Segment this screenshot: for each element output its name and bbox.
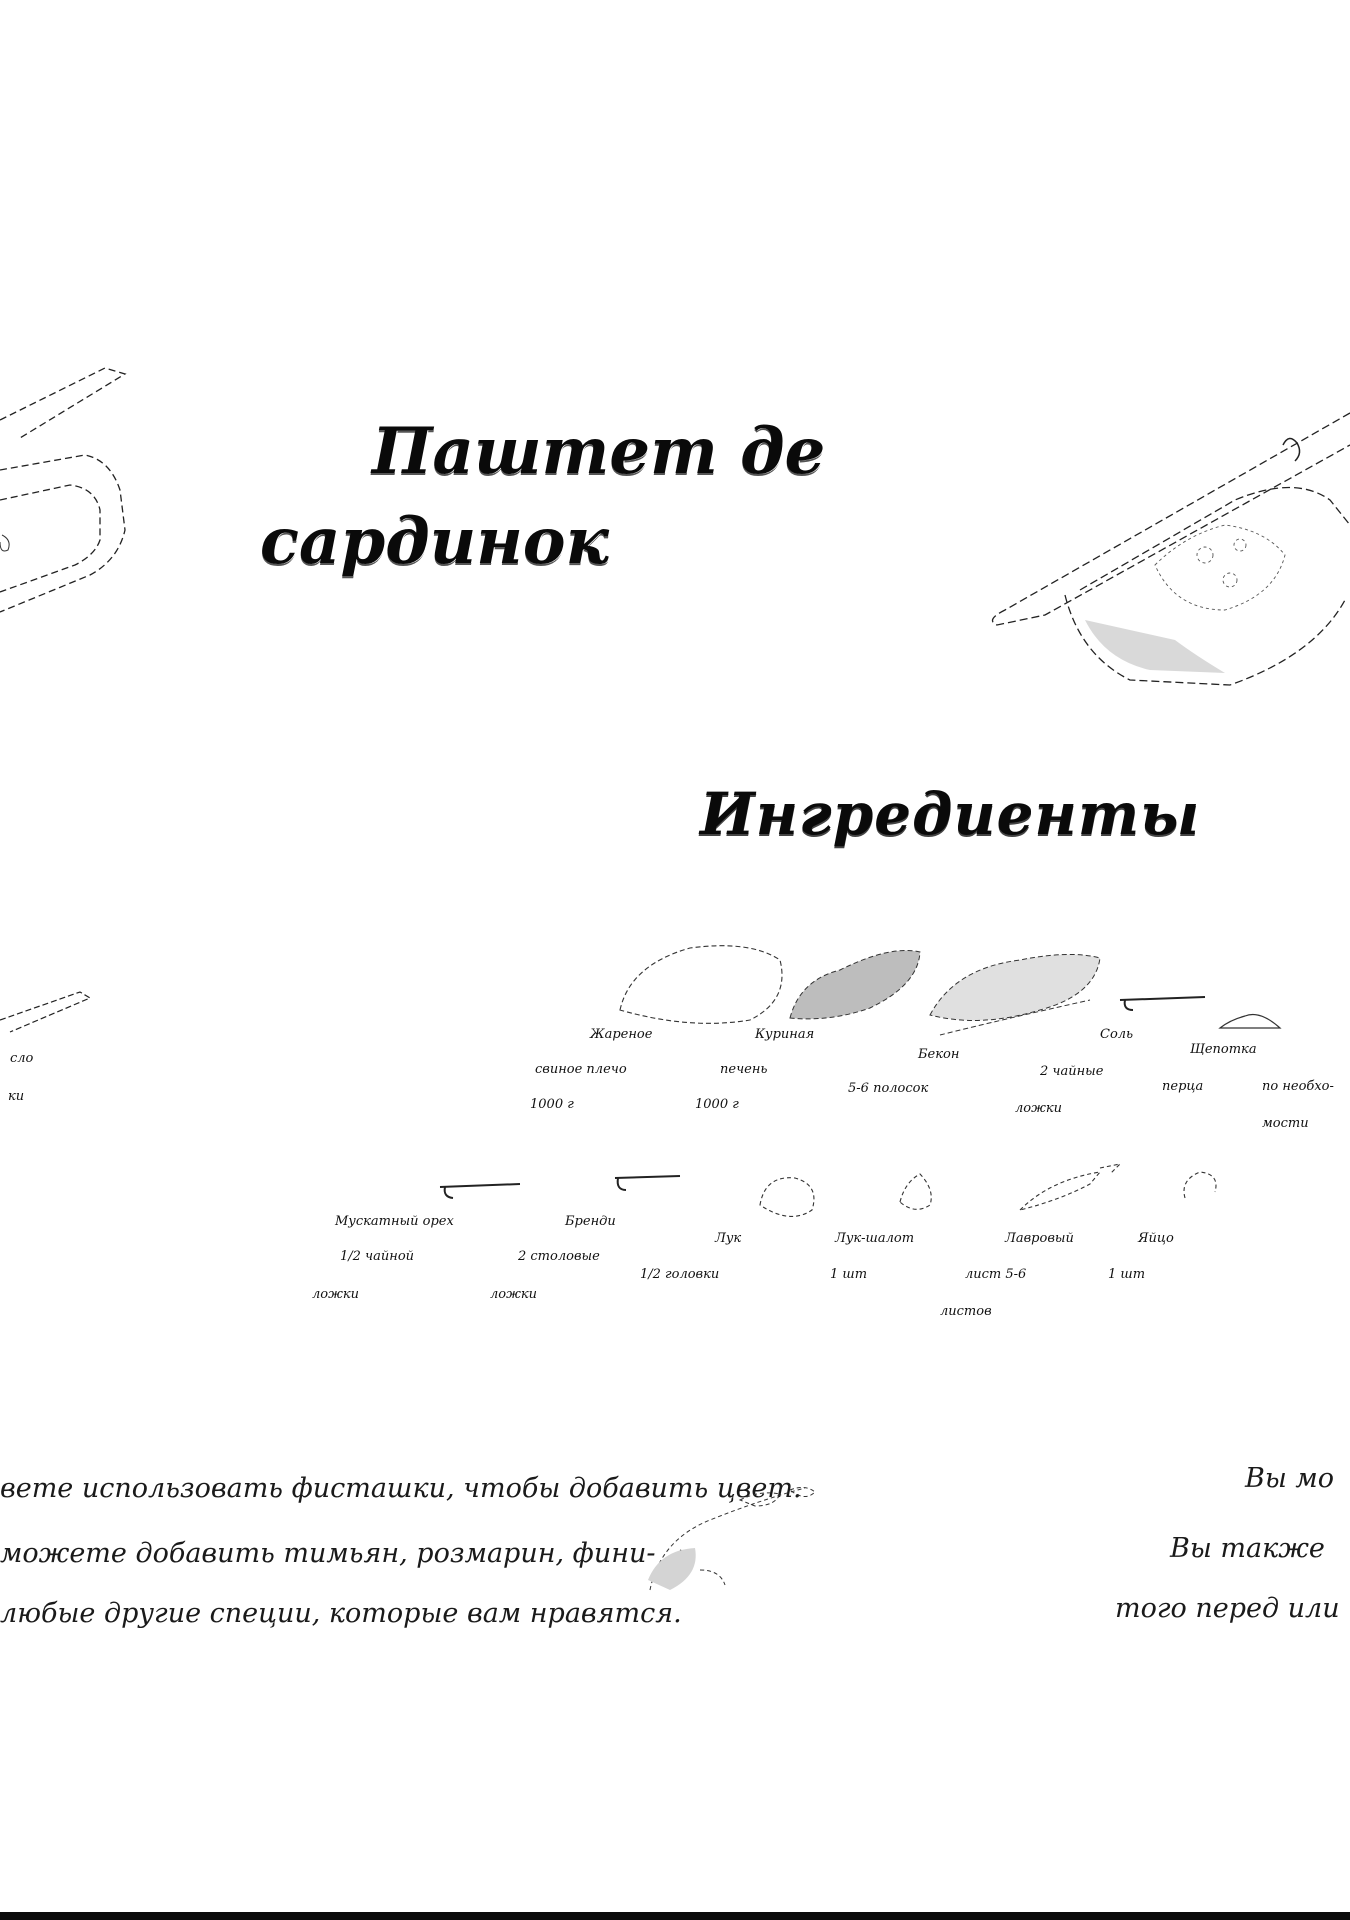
ingredient-pepper-detail1: перца <box>1162 1079 1204 1094</box>
terrine-sketch <box>991 412 1350 686</box>
ingredient-salt-detail1: 2 чайные <box>1040 1064 1104 1079</box>
ingredient-pepper-name: Щепотка <box>1190 1042 1257 1057</box>
ingredient-row1-sketches <box>619 945 1282 1036</box>
recipe-title-line2: сардинок <box>260 504 609 579</box>
note-right-line1: Вы мо <box>1245 1463 1335 1494</box>
ingredient-shallot-name: Лук-шалот <box>835 1231 915 1246</box>
ingredient-optional-detail2: мости <box>1262 1116 1309 1131</box>
ingredient-brandy-detail2: ложки <box>490 1287 538 1302</box>
note-left-line3: любые другие специи, которые вам нравятс… <box>0 1598 682 1629</box>
recipe-title-line1: Паштет де <box>372 414 826 489</box>
ingredient-brandy-detail1: 2 столовые <box>518 1249 600 1264</box>
ingredient-left-partial-1: сло <box>10 1051 34 1066</box>
ingredient-pork-name: Жареное <box>590 1027 653 1042</box>
ingredient-row2-sketches <box>439 1163 1217 1217</box>
ingredient-onion-name: Лук <box>715 1231 742 1246</box>
oil-bottle-sketch <box>0 991 92 1033</box>
ingredient-bacon-detail1: 5-6 полосок <box>848 1081 929 1096</box>
ingredient-optional-detail1: по необхо- <box>1262 1079 1334 1094</box>
note-left-line1: вете использовать фисташки, чтобы добави… <box>0 1473 802 1504</box>
ingredient-salt-name: Соль <box>1100 1027 1134 1042</box>
ingredient-nutmeg-detail2: ложки <box>312 1287 360 1302</box>
pan-sketch-top-left <box>0 367 127 613</box>
note-right-line2: Вы также <box>1170 1533 1325 1564</box>
ingredient-onion-detail1: 1/2 головки <box>640 1267 720 1282</box>
ingredient-pork-detail2: 1000 г <box>530 1097 574 1112</box>
ingredient-bayleaf-name: Лавровый <box>1005 1231 1074 1246</box>
ingredient-bayleaf-detail1: лист 5-6 <box>965 1267 1027 1282</box>
ingredient-brandy-name: Бренди <box>565 1214 616 1229</box>
ingredient-left-partial-2: ки <box>8 1089 25 1104</box>
ingredient-egg-name: Яйцо <box>1138 1231 1174 1246</box>
ingredient-bayleaf-detail2: листов <box>940 1304 992 1319</box>
ingredient-nutmeg-detail1: 1/2 чайной <box>340 1249 415 1264</box>
ingredient-egg-detail1: 1 шт <box>1108 1267 1146 1282</box>
ingredient-bacon-name: Бекон <box>918 1047 960 1062</box>
ingredient-nutmeg-name: Мускатный орех <box>335 1214 454 1229</box>
ingredients-heading: Ингредиенты <box>700 780 1201 848</box>
ingredient-pork-detail1: свиное плечо <box>535 1062 627 1077</box>
ingredient-liver-detail2: 1000 г <box>695 1097 739 1112</box>
ingredient-liver-detail1: печень <box>720 1062 768 1077</box>
note-left-line2: можете добавить тимьян, розмарин, фини- <box>0 1538 656 1569</box>
ingredient-salt-detail2: ложки <box>1015 1101 1063 1116</box>
page-bottom-bar <box>0 1912 1350 1920</box>
ingredient-liver-name: Куриная <box>755 1027 815 1042</box>
note-right-line3: того перед или п <box>1115 1593 1350 1624</box>
herbs-sketch <box>648 1486 816 1591</box>
ingredient-shallot-detail1: 1 шт <box>830 1267 868 1282</box>
